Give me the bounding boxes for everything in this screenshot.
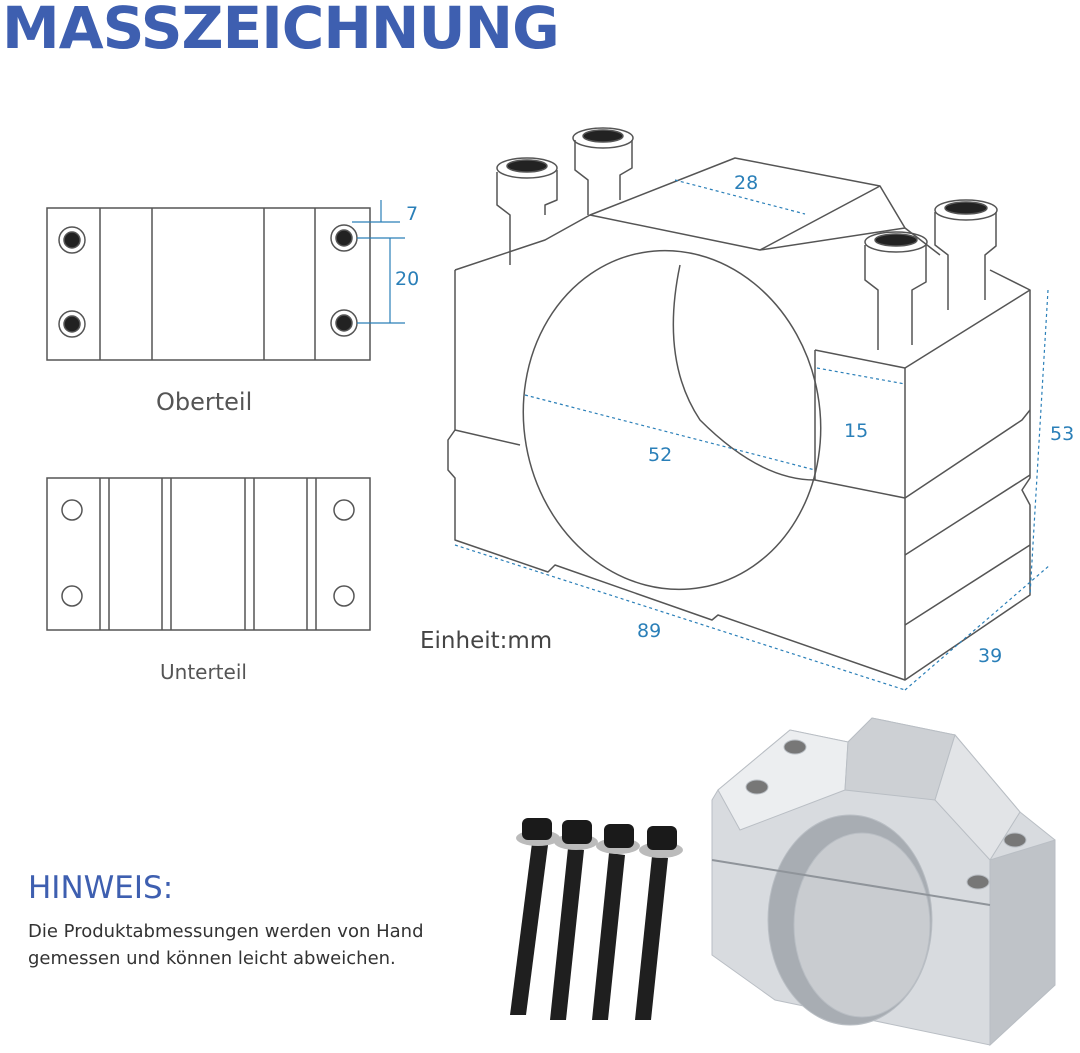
- unit-label: Einheit:mm: [420, 628, 553, 654]
- page-title: MASSZEICHNUNG: [2, 0, 560, 62]
- isometric-view: [447, 127, 1031, 681]
- top-view-dimension-lines: [352, 200, 405, 324]
- bolt: [510, 818, 560, 1015]
- bolt-heads: [496, 127, 998, 350]
- bottom-view: [46, 477, 371, 631]
- bolt: [592, 824, 640, 1020]
- dim-hole-offset: 7: [406, 203, 419, 225]
- bolt: [550, 820, 598, 1020]
- dim-hole-spacing: 20: [395, 268, 420, 290]
- note-heading: HINWEIS:: [28, 870, 174, 906]
- dim-bore-diameter: 52: [648, 444, 673, 466]
- isometric-dimension-lines: [454, 179, 1051, 691]
- bottom-view-caption: Unterteil: [160, 660, 247, 684]
- top-view: [46, 207, 371, 361]
- dim-length: 89: [637, 620, 662, 642]
- note-text: Die Produktabmessungen werden von Hand g…: [28, 921, 424, 969]
- clamp-photo: [711, 717, 1056, 1047]
- dim-top-width: 28: [734, 172, 759, 194]
- top-view-holes: [58, 224, 358, 338]
- dim-width: 39: [978, 645, 1003, 667]
- bolt: [635, 826, 683, 1020]
- dim-total-height: 53: [1050, 423, 1075, 445]
- top-view-caption: Oberteil: [156, 388, 253, 416]
- bolts-photo: [510, 818, 683, 1020]
- dim-side-depth: 15: [844, 420, 869, 442]
